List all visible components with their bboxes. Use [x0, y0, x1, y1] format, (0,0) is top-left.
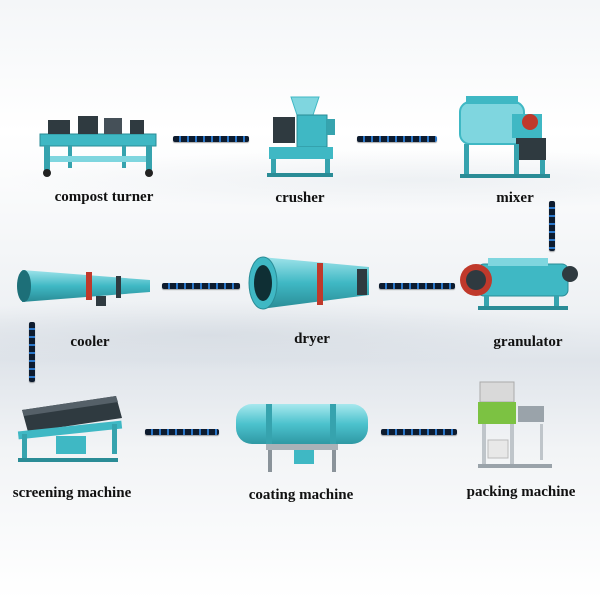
machine-label-granulator: granulator — [493, 334, 563, 350]
conveyor-mixer-to-granulator — [549, 201, 555, 251]
conveyor-screening-to-coating — [145, 429, 219, 435]
conveyor-dryer-to-cooler — [162, 283, 240, 289]
packing-machine-icon — [478, 381, 552, 468]
machine-label-mixer: mixer — [496, 190, 534, 206]
granulator-icon — [460, 258, 578, 310]
cooler-drum-icon — [17, 270, 150, 306]
machine-label-dryer: dryer — [294, 331, 330, 347]
machine-label-screening-machine: screening machine — [12, 485, 132, 501]
machine-label-cooler: cooler — [70, 334, 110, 350]
mixer-icon — [459, 96, 550, 178]
coating-machine-icon — [236, 404, 368, 472]
conveyor-cooler-to-screening — [29, 322, 35, 382]
conveyor-coating-to-packing — [381, 429, 457, 435]
conveyor-turner-to-crusher — [173, 136, 249, 142]
screening-machine-icon — [17, 396, 123, 462]
machine-label-packing-machine: packing machine — [466, 484, 576, 500]
machine-label-crusher: crusher — [275, 190, 325, 206]
machine-label-compost-turner: compost turner — [54, 189, 154, 205]
conveyor-granulator-to-dryer — [379, 283, 455, 289]
crusher-icon — [267, 96, 335, 177]
conveyor-crusher-to-mixer — [357, 136, 437, 142]
machine-label-coating-machine: coating machine — [248, 487, 354, 503]
dryer-drum-icon — [248, 256, 369, 310]
compost-turner-icon — [39, 116, 157, 177]
